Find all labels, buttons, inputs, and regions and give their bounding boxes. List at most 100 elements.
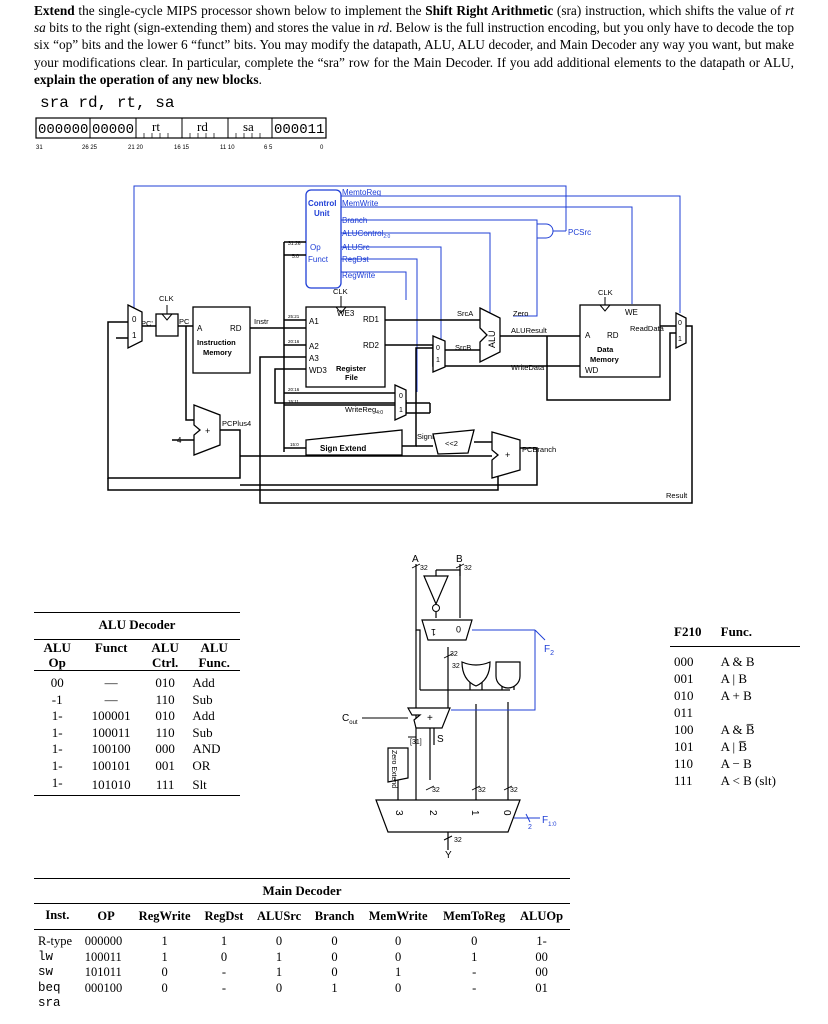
intro-rd: rd	[377, 20, 389, 36]
mux-input-0: 0	[678, 320, 682, 327]
intro-text-1: the single-cycle MIPS processor shown be…	[74, 3, 426, 18]
op-input: Op	[310, 243, 321, 252]
col-header: F210	[674, 624, 702, 639]
rf-port: RD2	[363, 341, 380, 350]
instruction-encoding: 000000 00000 rt rd sa 000011 31 26 25 21…	[35, 117, 327, 151]
intro-text-3: bits to the right (sign-extending them) …	[45, 20, 378, 36]
register-file	[305, 306, 386, 388]
clk-label: CLK	[598, 288, 613, 297]
sum-label: S	[437, 734, 444, 745]
srcb-label: SrcB	[455, 343, 471, 352]
pc-plus4-adder	[193, 404, 221, 456]
dmem-port: WE	[625, 308, 638, 317]
bus-width: 32	[450, 651, 458, 658]
col-header: Funct	[94, 640, 128, 655]
intro-text-4: . Below is the full instruction encoding…	[34, 20, 794, 70]
bus-width: 32	[452, 663, 460, 670]
memtoreg-signal: MemtoReg	[342, 188, 381, 197]
regfile-label: File	[345, 373, 358, 382]
bit-label: 16 15	[174, 145, 190, 151]
pcplus4-label: PCPlus4	[222, 419, 251, 428]
mux-input-0: 0	[132, 315, 137, 324]
bit-label: 21 20	[128, 145, 144, 151]
and-gate	[495, 661, 521, 689]
control-unit-label: Unit	[314, 209, 330, 218]
main-alu	[479, 306, 501, 364]
field-sa: sa	[243, 119, 254, 134]
adder-plus: +	[205, 426, 210, 436]
col-header: MemToReg	[443, 909, 506, 923]
pc-prime-label: PC'	[141, 319, 153, 328]
regdst-signal: RegDst	[342, 255, 369, 264]
clk-label: CLK	[159, 294, 174, 303]
imem-port: A	[197, 324, 203, 333]
dmem-label: Memory	[590, 355, 620, 364]
mux-input-0: 0	[399, 393, 403, 400]
rf-port: WE3	[337, 309, 355, 318]
field-rd: rd	[197, 119, 208, 134]
col-header: OP	[97, 909, 115, 923]
table-row-sra: sra	[38, 996, 61, 1011]
rf-port: WD3	[309, 366, 327, 375]
writedata-label: WriteData	[511, 363, 545, 372]
col-header: MemWrite	[368, 909, 428, 923]
inverter-bubble	[432, 604, 440, 612]
alu-output-y: Y	[445, 850, 452, 860]
aluresult-label: ALUResult	[511, 326, 548, 335]
branch-and-gate	[536, 223, 554, 239]
adder-plus: +	[505, 450, 510, 460]
mux-input-1: 1	[436, 357, 440, 364]
mux-input-1: 1	[469, 810, 480, 816]
main-decoder-table: Main Decoder Inst. OP RegWrite RegDst AL…	[34, 878, 570, 1012]
f10-label: F1:0	[542, 815, 557, 828]
pc-label: PC	[179, 317, 190, 326]
imem-label: Memory	[203, 348, 233, 357]
main-decoder-title: Main Decoder	[34, 878, 570, 903]
intro-explain: explain the operation of any new blocks	[34, 71, 259, 87]
single-cycle-datapath: Control Unit Op Funct MemtoReg MemWrite …	[107, 185, 693, 504]
zero-label: Zero	[513, 309, 528, 318]
instr-label: Instr	[254, 317, 269, 326]
regwrite-signal: RegWrite	[342, 271, 376, 280]
pcbranch-label: PCBranch	[522, 445, 556, 454]
memwrite-signal: MemWrite	[342, 199, 379, 208]
mux-input-0: 0	[436, 345, 440, 352]
bus-width: 32	[432, 787, 440, 794]
rf-port: A1	[309, 317, 319, 326]
field-op: 000000	[38, 122, 88, 138]
shift-label: <<2	[445, 439, 458, 448]
pcsrc-signal: PCSrc	[568, 228, 591, 237]
instruction-name: Shift Right Arithmetic	[425, 3, 554, 18]
mux-input-0: 0	[456, 624, 461, 634]
binv-mux	[421, 619, 473, 641]
sign-extend	[305, 429, 403, 456]
table-row: 011	[674, 705, 694, 720]
bus-width: 32	[454, 837, 462, 844]
funct-input: Funct	[308, 255, 329, 264]
alu-input-b: B	[456, 554, 463, 565]
bit-label: 6 5	[264, 145, 273, 151]
mux-input-3: 3	[393, 810, 404, 816]
alu-decoder-title: ALU Decoder	[34, 612, 240, 639]
col-header: RegWrite	[138, 909, 191, 923]
bit-label: 0	[320, 145, 324, 151]
col-header: Branch	[314, 909, 355, 923]
bit-label: 26 25	[82, 145, 98, 151]
pcbranch-adder	[491, 431, 521, 479]
sel-width: 2	[528, 824, 532, 831]
bit-range: 15:0	[290, 442, 299, 447]
col-header: Func.	[720, 624, 753, 639]
adder-plus: +	[427, 713, 433, 724]
zero-extend-label: Zero Extend	[390, 750, 397, 788]
bus-width: 32	[420, 565, 428, 572]
dmem-port: A	[585, 331, 591, 340]
